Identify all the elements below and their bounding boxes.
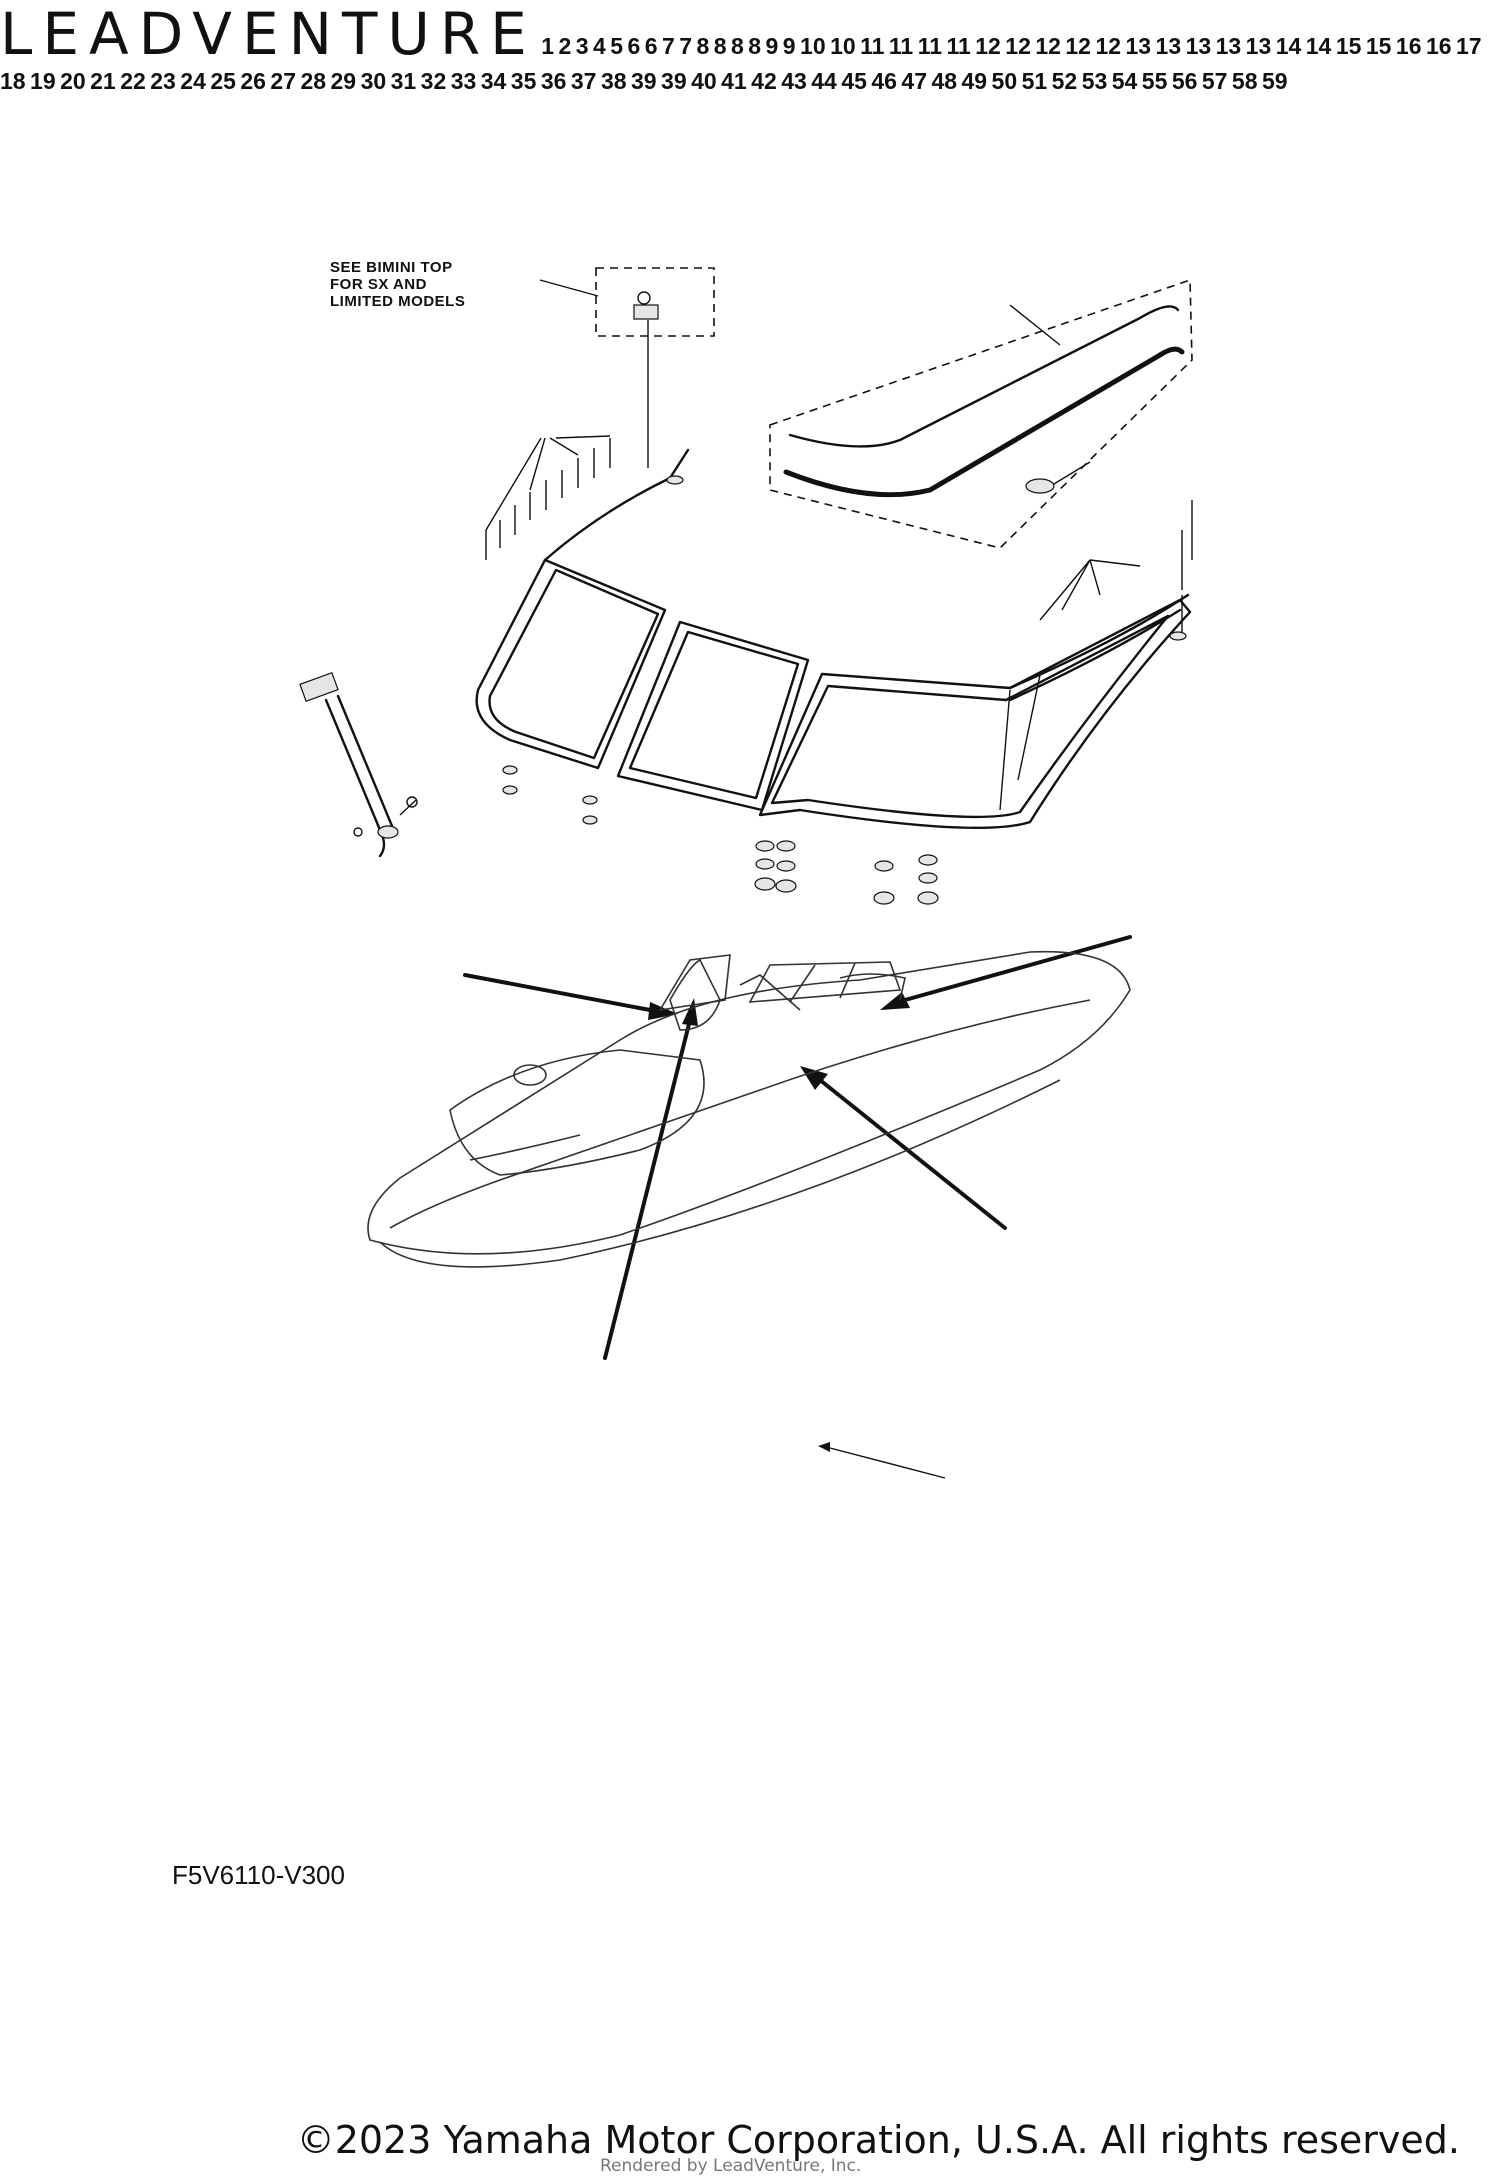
callout-6a: 6 [627,33,641,59]
callout-8a: 8 [696,33,710,59]
callout-11d: 11 [946,33,971,59]
deck-cover-part-1 [769,278,1193,549]
callout-12e: 12 [1095,33,1122,59]
callout-32: 32 [420,68,447,94]
callout-6b: 6 [644,33,658,59]
rendered-by-notice: Rendered by LeadVenture, Inc. [600,2156,862,2176]
callout-28: 28 [300,68,327,94]
callout-22: 22 [120,68,146,94]
callout-36: 36 [540,68,567,94]
callout-52: 52 [1051,68,1078,94]
svg-text:LIMITED MODELS: LIMITED MODELS [330,293,465,310]
callout-44: 44 [811,68,837,94]
copyright-notice: ©2023 Yamaha Motor Corporation, U.S.A. A… [296,2118,1460,2162]
callout-21: 21 [90,68,116,94]
callout-13a: 13 [1125,33,1152,59]
windshield-assembly [475,448,1192,830]
callout-26: 26 [240,68,266,94]
callout-15a: 15 [1335,33,1362,59]
callout-7b: 7 [679,33,693,59]
callout-25: 25 [210,68,236,94]
callout-arrows [463,935,1132,1479]
callout-8b: 8 [713,33,727,59]
callout-17: 17 [1456,33,1482,59]
callout-2: 2 [558,33,572,59]
callout-41: 41 [721,68,747,94]
callout-31: 31 [390,68,417,94]
callout-57: 57 [1201,68,1228,94]
callout-42: 42 [751,68,777,94]
callout-53: 53 [1081,68,1108,94]
callout-50: 50 [991,68,1018,94]
callout-46: 46 [871,68,897,94]
callout-27: 27 [270,68,297,94]
bimini-note: SEE BIMINI TOP FOR SX AND LIMITED MODELS [330,259,715,468]
callout-45: 45 [841,68,867,94]
callout-9a: 9 [765,33,779,59]
callout-51: 51 [1021,68,1048,94]
callout-43: 43 [781,68,807,94]
callout-10b: 10 [830,33,856,59]
callout-5: 5 [610,33,624,59]
callout-8d: 8 [748,33,762,59]
callout-54: 54 [1111,68,1138,94]
callout-12b: 12 [1005,33,1031,59]
callout-13c: 13 [1185,33,1212,59]
callout-47: 47 [901,68,927,94]
callout-55: 55 [1141,68,1168,94]
callout-8c: 8 [731,33,744,59]
callout-14a: 14 [1275,33,1302,59]
svg-text:SEE BIMINI TOP: SEE BIMINI TOP [330,259,453,276]
callout-11b: 11 [888,33,914,59]
callout-3: 3 [575,33,589,59]
deck-cap-part-2 [1025,478,1055,494]
callout-19: 19 [30,68,56,94]
callout-29: 29 [330,68,357,94]
callout-49: 49 [961,68,988,94]
callout-11a: 11 [860,33,885,59]
callout-58: 58 [1231,68,1258,94]
callout-35: 35 [510,68,537,94]
washers-parts-12-16 [502,475,1187,905]
callout-56: 56 [1171,68,1198,94]
callout-12d: 12 [1065,33,1091,59]
callout-4: 4 [593,33,606,59]
watermark: LEADVENTURE [0,0,537,68]
callout-24: 24 [180,68,206,94]
callout-30: 30 [360,68,387,94]
callout-37: 37 [570,68,597,94]
callout-13e: 13 [1245,33,1272,59]
callout-38: 38 [600,68,627,94]
callout-7a: 7 [662,33,675,59]
grab-handle-part-17 [299,671,418,858]
callout-13b: 13 [1155,33,1182,59]
callout-40: 40 [691,68,717,94]
callout-13d: 13 [1215,33,1242,59]
callout-20: 20 [60,68,86,94]
screws-part-8 [485,435,1193,640]
callout-15b: 15 [1365,33,1392,59]
diagram-code: F5V6110-V300 [172,1860,345,1890]
callout-39a: 39 [630,68,657,94]
callout-12a: 12 [975,33,1001,59]
callout-9b: 9 [782,33,796,59]
callout-33: 33 [450,68,477,94]
callout-14b: 14 [1305,33,1332,59]
callout-59: 59 [1261,68,1288,94]
callout-12c: 12 [1035,33,1061,59]
callout-11c: 11 [917,33,943,59]
callout-23: 23 [150,68,176,94]
boat-hull [367,950,1131,1268]
svg-text:FOR SX AND: FOR SX AND [330,276,427,293]
callout-16a: 16 [1395,33,1422,59]
callout-18: 18 [0,68,26,94]
callout-39b: 39 [661,68,687,94]
callout-16b: 16 [1425,33,1452,59]
callout-48: 48 [931,68,958,94]
callout-10a: 10 [800,33,826,59]
callout-labels: 1 2 3 4 5 6 6 7 7 8 8 8 8 9 9 10 10 11 1… [0,33,1482,94]
callout-34: 34 [480,68,507,94]
callout-1: 1 [541,33,555,59]
